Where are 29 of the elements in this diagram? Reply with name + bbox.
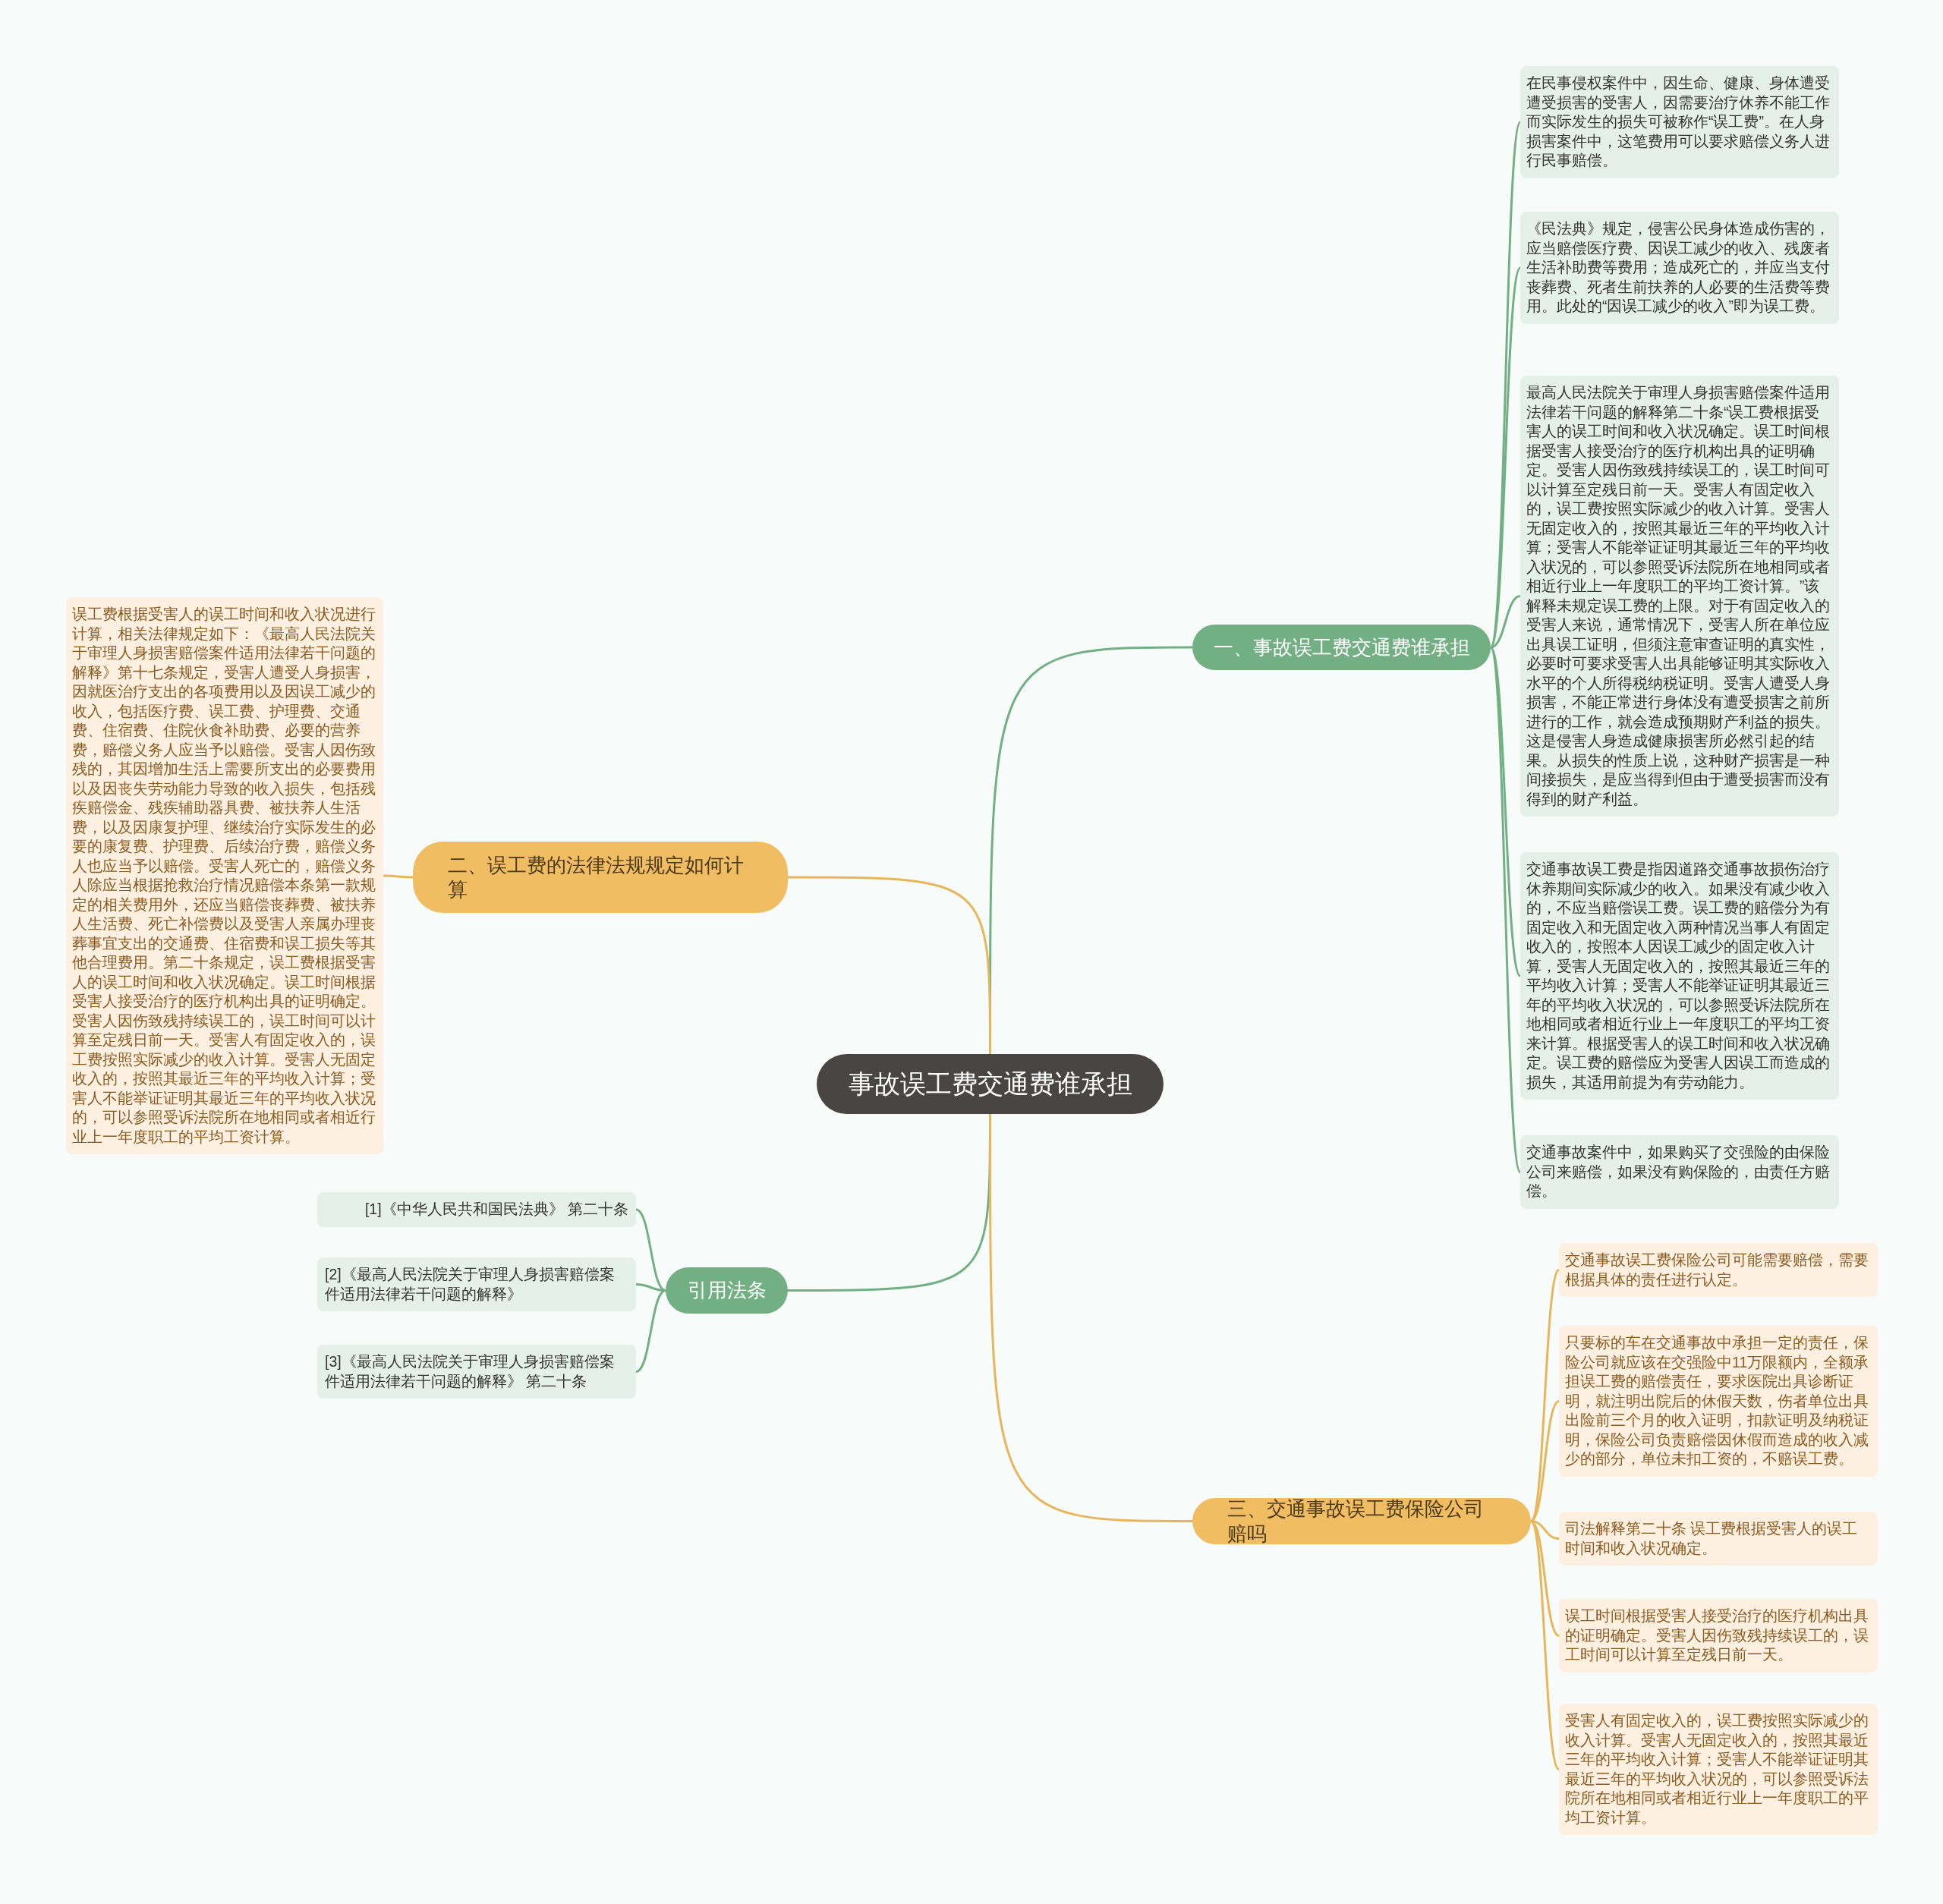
topic-box: 引用法条 [666,1267,788,1314]
topic-box: 三、交通事故误工费保险公司赔吗 [1192,1498,1531,1544]
note-card: 交通事故案件中，如果购买了交强险的由保险公司来赔偿，如果没有购保险的，由责任方赔偿。 [1520,1135,1839,1209]
note-card: 最高人民法院关于审理人身损害赔偿案件适用法律若干问题的解释第二十条“误工费根据受害人的误工时间和收入状况确定。误工时间根据受害人接受治疗的医疗机构出具的证明确定。受害人因伤致残持续误工的，误工时间可以计算至定残日前一天。受害人有固定收入的，误工费按照实际减少的收入计算。受害人无固定收入的，按照其最近三年的平均收入计算；受害人不能举证证明其最近三年的平均收入状况的，可以参照受诉法院所在地相同或者相近行业上一年度职工的平均工资计算。”该解释未规定误工费的上限。对于有固定收入的受害人来说，通常情况下，受害人所在单位应出具误工证明，但须注意审查证明的真实性，必要时可要求受害人出具能够证明其实际收入水平的个人所得税纳税证明。受害人遭受人身损害，不能正常进行身体没有遭受损害之前所进行的工作，就会造成预期财产利益的损失。这是侵害人身造成健康损害所必然引起的结果。从损失的性质上说，这种财产损害是一种间接损失，是应当得到但由于遭受损害而没有得到的财产利益。 [1520,376,1839,817]
topic-box: 一、事故误工费交通费谁承担 [1192,625,1491,670]
connector [1489,267,1522,648]
connector [635,1289,666,1373]
connector [989,1114,1192,1522]
note-card: 交通事故误工费是指因道路交通事故损伤治疗休养期间实际减少的收入。如果没有减少收入的，不应当赔偿误工费。误工费的赔偿分为有固定收入和无固定收入两种情况当事人有固定收入的，按照本人因误工减少的固定收入计算，受害人无固定收入的，按照其最近三年的平均收入计算；受害人不能举证证明其最近三年的平均收入状况的，可以参照受诉法院所在地相同或者相近行业上一年度职工的平均工资来计算。根据受害人的误工时间和收入状况确定。误工费的赔偿应为受害人因误工而造成的损失，其适用前提为有劳动能力。 [1520,852,1839,1100]
note-card: 在民事侵权案件中，因生命、健康、身体遭受遭受损害的受害人，因需要治疗休养不能工作而实际发生的损失可被称作“误工费”。在人身损害案件中，这笔费用可以要求赔偿义务人进行民事赔偿。 [1520,66,1839,178]
note-card: 交通事故误工费保险公司可能需要赔偿，需要根据具体的责任进行认定。 [1559,1243,1878,1297]
note-card: 误工费根据受害人的误工时间和收入状况进行计算，相关法律规定如下：《最高人民法院关于审理人身损害赔偿案件适用法律若干问题的解释》第十七条规定，受害人遭受人身损害，因就医治疗支出的各项费用以及因误工减少的收入，包括医疗费、误工费、护理费、交通费、住宿费、住院伙食补助费、必要的营养费，赔偿义务人应当予以赔偿。受害人因伤致残的，其因增加生活上需要所支出的必要费用以及因丧失劳动能力导致的收入损失，包括残疾赔偿金、残疾辅助器具费、被扶养人生活费，以及因康复护理、继续治疗实际发生的必要的康复费、护理费、后续治疗费，赔偿义务人也应当予以赔偿。受害人死亡的，赔偿义务人除应当根据抢救治疗情况赔偿本条第一款规定的相关费用外，还应当赔偿丧葬费、被扶养人生活费、死亡补偿费以及受害人亲属办理丧葬事宜支出的交通费、住宿费和误工损失等其他合理费用。第二十条规定，误工费根据受害人的误工时间和收入状况确定。误工时间根据受害人接受治疗的医疗机构出具的证明确定。受害人因伤致残持续误工的，误工时间可以计算至定残日前一天。受害人有固定收入的，误工费按照实际减少的收入计算。受害人无固定收入的，按照其最近三年的平均收入计算；受害人不能举证证明其最近三年的平均收入状况的，可以参照受诉法院所在地相同或者相近行业上一年度职工的平均工资计算。 [66,597,383,1154]
reference-card: [1]《中华人民共和国民法典》 第二十条 [317,1192,636,1227]
connector [635,1208,666,1292]
note-card: 《民法典》规定，侵害公民身体造成伤害的，应当赔偿医疗费、因误工减少的收入、残废者生活补助费等费用；造成死亡的，并应当支付丧葬费、死者生前扶养的人必要的生活费等费用。此处的“因误工减少的收入”即为误工费。 [1520,212,1839,324]
connector [1529,1520,1560,1770]
note-card: 只要标的车在交通事故中承担一定的责任，保险公司就应该在交强险中11万限额内，全额承担误工费的赔偿责任，要求医院出具诊断证明，就注明出院后的休假天数，伤者单位出具出险前三个月的收入证明，扣款证明及纳税证明，保险公司负责赔偿因休假而造成的收入减少的部分，单位未扣工资的，不赔误工费。 [1559,1326,1878,1477]
reference-card: [3]《最高人民法院关于审理人身损害赔偿案件适用法律若干问题的解释》 第二十条 [317,1345,636,1399]
note-card: 司法解释第二十条 误工费根据受害人的误工时间和收入状况确定。 [1559,1512,1878,1566]
central-topic: 事故误工费交通费谁承担 [817,1054,1164,1114]
connector [635,1283,666,1292]
note-card: 受害人有固定收入的，误工费按照实际减少的收入计算。受害人无固定收入的，按照其最近三年的平均收入计算；受害人不能举证证明其最近三年的平均收入状况的，可以参照受诉法院所在地相同或者相近行业上一年度职工的平均工资计算。 [1559,1704,1878,1835]
connector [383,874,413,879]
connector [1490,595,1521,649]
connector [788,876,991,1054]
connector [1489,647,1522,1172]
note-card: 误工时间根据受害人接受治疗的医疗机构出具的证明确定。受害人因伤致残持续误工的，误工时间可以计算至定残日前一天。 [1559,1599,1878,1673]
reference-card: [2]《最高人民法院关于审理人身损害赔偿案件适用法律若干问题的解释》 [317,1257,636,1311]
topic-box: 二、误工费的法律法规规定如何计算 [413,842,788,913]
